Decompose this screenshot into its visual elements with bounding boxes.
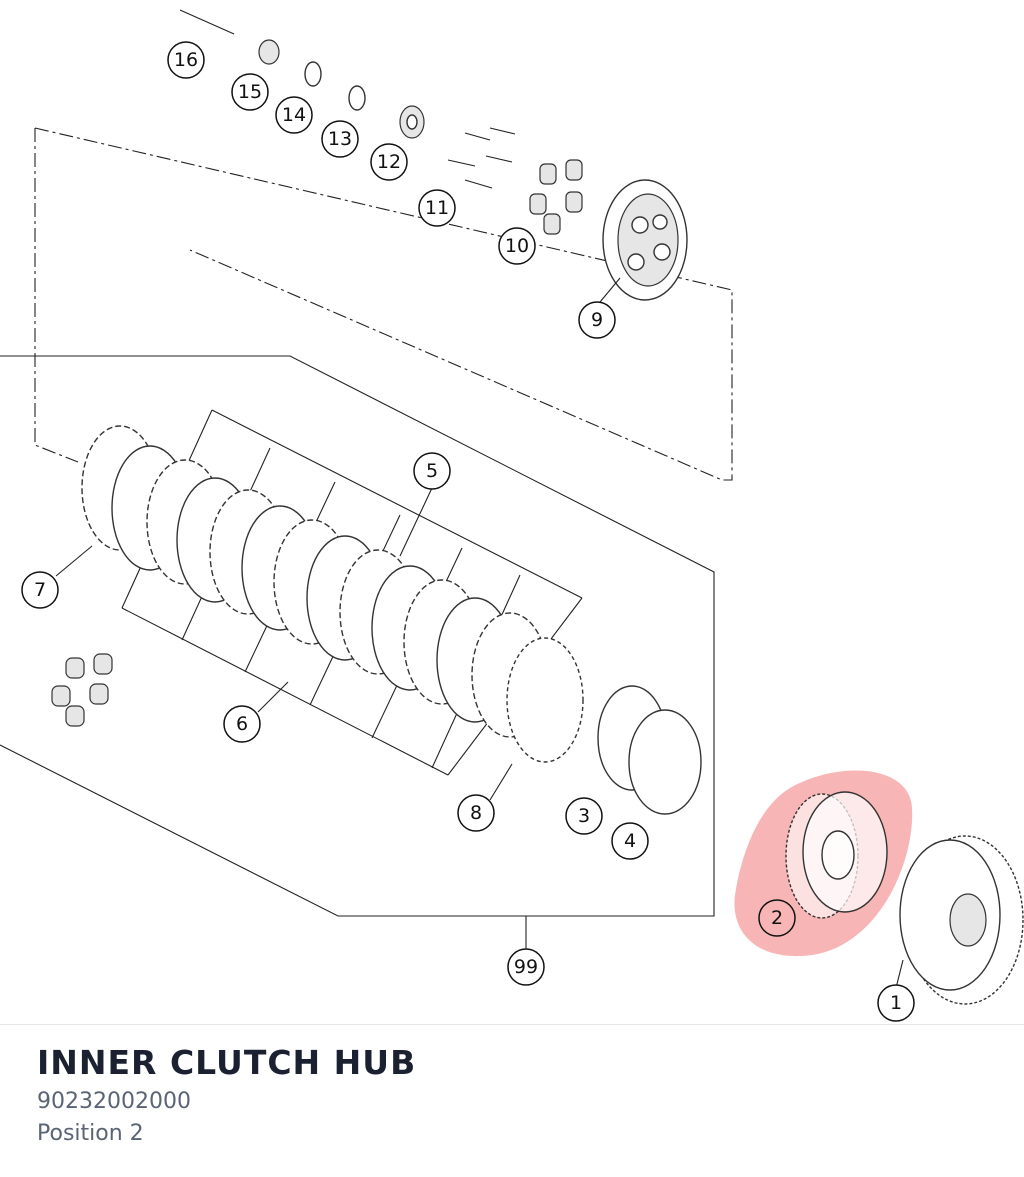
callout-8[interactable]: 8 — [457, 794, 495, 832]
callout-11[interactable]: 11 — [418, 189, 456, 227]
clutch-plate-stack — [81, 425, 584, 763]
svg-text:1: 1 — [890, 992, 902, 1014]
springs-10 — [529, 159, 583, 235]
callout-16[interactable]: 16 — [167, 41, 205, 79]
svg-text:12: 12 — [377, 151, 401, 173]
section-divider — [0, 1024, 1024, 1025]
washer-14 — [304, 61, 322, 87]
svg-text:7: 7 — [34, 579, 46, 601]
callout-7[interactable]: 7 — [21, 571, 59, 609]
outer-clutch-basket — [899, 835, 1024, 1005]
callout-15[interactable]: 15 — [231, 73, 269, 111]
pressure-plate — [602, 179, 688, 301]
svg-text:5: 5 — [426, 460, 438, 482]
svg-text:13: 13 — [328, 128, 352, 150]
svg-text:9: 9 — [591, 309, 603, 331]
svg-text:6: 6 — [236, 713, 248, 735]
svg-text:15: 15 — [238, 81, 262, 103]
nut-15 — [258, 39, 280, 65]
callout-6[interactable]: 6 — [223, 705, 261, 743]
callout-3[interactable]: 3 — [565, 797, 603, 835]
svg-text:3: 3 — [578, 805, 590, 827]
leader-lines — [55, 277, 904, 989]
svg-text:14: 14 — [282, 104, 306, 126]
svg-text:4: 4 — [624, 830, 636, 852]
svg-text:2: 2 — [771, 907, 783, 929]
callout-10[interactable]: 10 — [498, 227, 536, 265]
washer-13 — [348, 85, 366, 111]
svg-text:16: 16 — [174, 49, 198, 71]
svg-text:99: 99 — [514, 956, 538, 978]
callout-2[interactable]: 2 — [758, 899, 796, 937]
pushrod-16 — [179, 9, 235, 35]
part-info: INNER CLUTCH HUB 90232002000 Position 2 — [37, 1040, 997, 1150]
callout-1[interactable]: 1 — [877, 984, 915, 1022]
group-99-outline — [0, 355, 715, 917]
springs-group-left — [51, 653, 113, 727]
inner-clutch-hub-highlighted — [734, 770, 913, 957]
callout-12[interactable]: 12 — [370, 143, 408, 181]
callout-13[interactable]: 13 — [321, 120, 359, 158]
callout-14[interactable]: 14 — [275, 96, 313, 134]
callout-5[interactable]: 5 — [413, 452, 451, 490]
part-position: Position 2 — [37, 1121, 144, 1146]
part-number: 90232002000 — [37, 1089, 191, 1114]
callout-9[interactable]: 9 — [578, 301, 616, 339]
svg-text:10: 10 — [505, 235, 529, 257]
svg-text:11: 11 — [425, 197, 449, 219]
part-title: INNER CLUTCH HUB — [37, 1043, 417, 1082]
ring-4 — [628, 709, 702, 815]
assembly-dashline — [34, 127, 733, 481]
callout-4[interactable]: 4 — [611, 822, 649, 860]
bolts-11 — [447, 127, 516, 189]
svg-text:8: 8 — [470, 802, 482, 824]
exploded-view-diagram: 16 15 14 13 12 11 10 9 7 5 6 8 3 4 2 99 … — [0, 9, 1024, 1022]
callout-99[interactable]: 99 — [507, 948, 545, 986]
